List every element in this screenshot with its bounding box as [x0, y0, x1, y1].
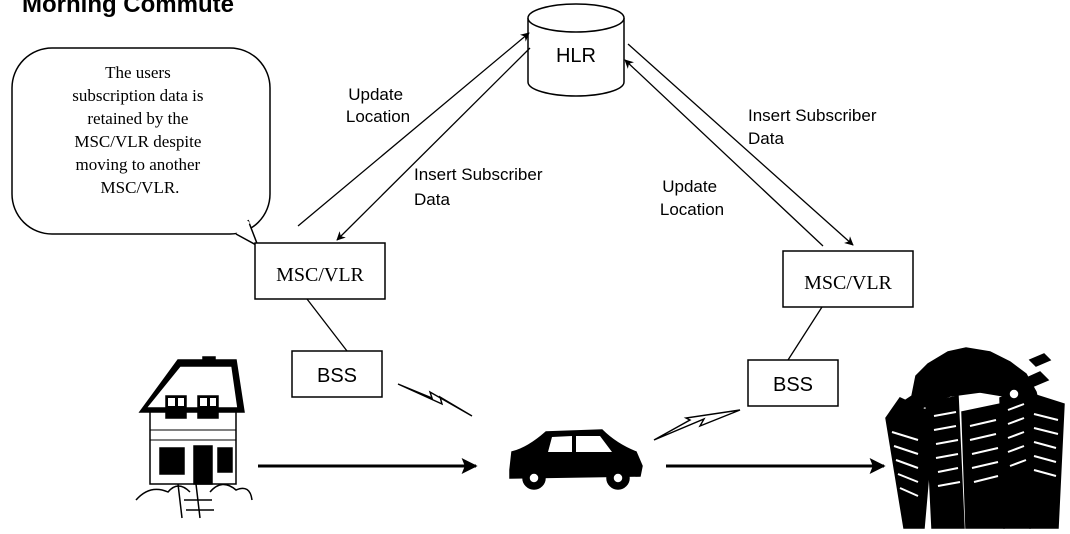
- left-signalling-arrows: [297, 32, 531, 241]
- update-location-label-left: Update Location: [346, 85, 410, 126]
- update-location-arrow-left: [297, 32, 530, 227]
- callout-line: retained by the: [87, 109, 188, 128]
- callout-line: subscription data is: [72, 86, 203, 105]
- msc-vlr-left: MSC/VLR: [254, 242, 386, 300]
- radio-signal-icon: [653, 409, 741, 441]
- msc-vlr-left-label: MSC/VLR: [276, 264, 364, 286]
- insert-data-arrow-right: [627, 43, 854, 246]
- hlr-database: HLR: [527, 3, 625, 97]
- msc-vlr-right-label: MSC/VLR: [804, 272, 892, 294]
- bss-left-label: BSS: [317, 365, 357, 387]
- callout-line: moving to another: [76, 155, 201, 174]
- callout-text: The users subscription data is retained …: [72, 63, 208, 197]
- house-icon: [135, 356, 253, 519]
- msc-bss-link-right: [787, 306, 823, 361]
- right-signalling-arrows: [624, 43, 854, 247]
- radio-signal-icon: [397, 383, 473, 417]
- callout-bubble: The users subscription data is retained …: [11, 47, 271, 248]
- update-location-label-right: Update Location: [660, 177, 724, 219]
- bss-right: BSS: [747, 359, 839, 407]
- bss-left: BSS: [291, 350, 383, 398]
- car-icon: [509, 429, 643, 490]
- city-icon: [885, 347, 1065, 529]
- callout-line: The users: [105, 63, 171, 82]
- update-location-arrow-right: [624, 59, 824, 247]
- msc-bss-link-left: [306, 298, 348, 352]
- insert-data-arrow-left: [336, 47, 531, 241]
- diagram-title: Morning Commute: [22, 0, 234, 18]
- insert-subscriber-label-right: Insert Subscriber Data: [748, 106, 881, 148]
- callout-line: MSC/VLR.: [101, 178, 180, 197]
- insert-subscriber-label-left: Insert Subscriber Data: [414, 165, 547, 209]
- callout-line: MSC/VLR despite: [74, 132, 201, 151]
- bss-right-label: BSS: [773, 374, 813, 396]
- hlr-label: HLR: [556, 45, 596, 67]
- msc-vlr-right: MSC/VLR: [782, 250, 914, 308]
